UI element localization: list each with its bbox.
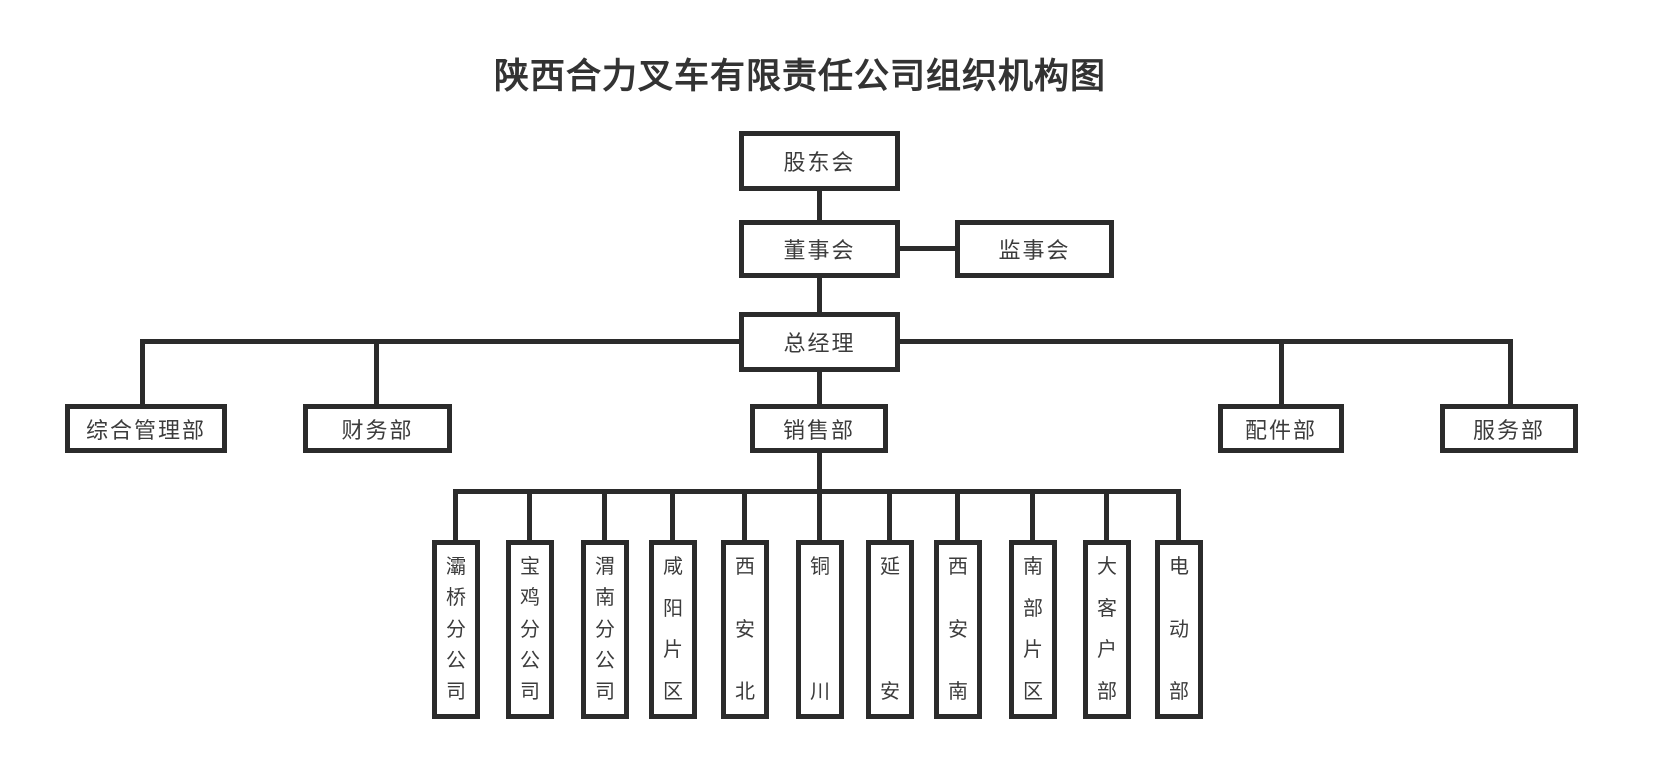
node-tongchuan: 铜川	[796, 540, 844, 719]
chart-title: 陕西合力叉车有限责任公司组织机构图	[493, 57, 1106, 96]
drop-dept-admin	[140, 339, 145, 404]
node-admin-dept: 综合管理部	[65, 404, 227, 453]
drop-branch-electric	[1176, 489, 1181, 540]
node-finance-dept: 财务部	[303, 404, 452, 453]
node-board-of-supervisors: 监事会	[955, 220, 1114, 278]
connector-gm-sales	[817, 372, 822, 404]
drop-dept-finance	[374, 339, 379, 404]
drop-branch-yanan	[887, 489, 892, 540]
drop-dept-service	[1508, 339, 1513, 404]
drop-branch-weinan	[602, 489, 607, 540]
drop-branch-key-accounts	[1104, 489, 1109, 540]
node-south-area: 南部片区	[1009, 540, 1057, 719]
node-service-dept: 服务部	[1440, 404, 1578, 453]
node-electric-dept: 电动部	[1155, 540, 1203, 719]
drop-branch-baqiao	[453, 489, 458, 540]
node-shareholders-meeting: 股东会	[739, 131, 900, 191]
node-xian-north: 西安北	[721, 540, 769, 719]
node-board-of-directors: 董事会	[739, 220, 900, 278]
drop-branch-xian-north	[742, 489, 747, 540]
node-weinan-branch: 渭南分公司	[581, 540, 629, 719]
drop-dept-parts	[1279, 339, 1284, 404]
connector-shareholders-board	[817, 191, 822, 221]
drop-branch-south-area	[1030, 489, 1035, 540]
drop-branch-tongchuan	[817, 489, 822, 540]
node-general-manager: 总经理	[739, 312, 900, 372]
node-xianyang-area: 咸阳片区	[649, 540, 697, 719]
connector-board-gm	[817, 278, 822, 313]
node-sales-dept: 销售部	[750, 404, 888, 453]
drop-branch-xianyang	[670, 489, 675, 540]
connector-sales-bus	[817, 453, 822, 492]
node-xian-south: 西安南	[934, 540, 982, 719]
node-baqiao-branch: 灞桥分公司	[432, 540, 480, 719]
node-parts-dept: 配件部	[1218, 404, 1344, 453]
node-baoji-branch: 宝鸡分公司	[506, 540, 554, 719]
drop-branch-baoji	[527, 489, 532, 540]
connector-board-supervisors	[899, 246, 955, 251]
node-key-accounts-dept: 大客户部	[1083, 540, 1131, 719]
drop-branch-xian-south	[955, 489, 960, 540]
node-yanan: 延安	[866, 540, 914, 719]
